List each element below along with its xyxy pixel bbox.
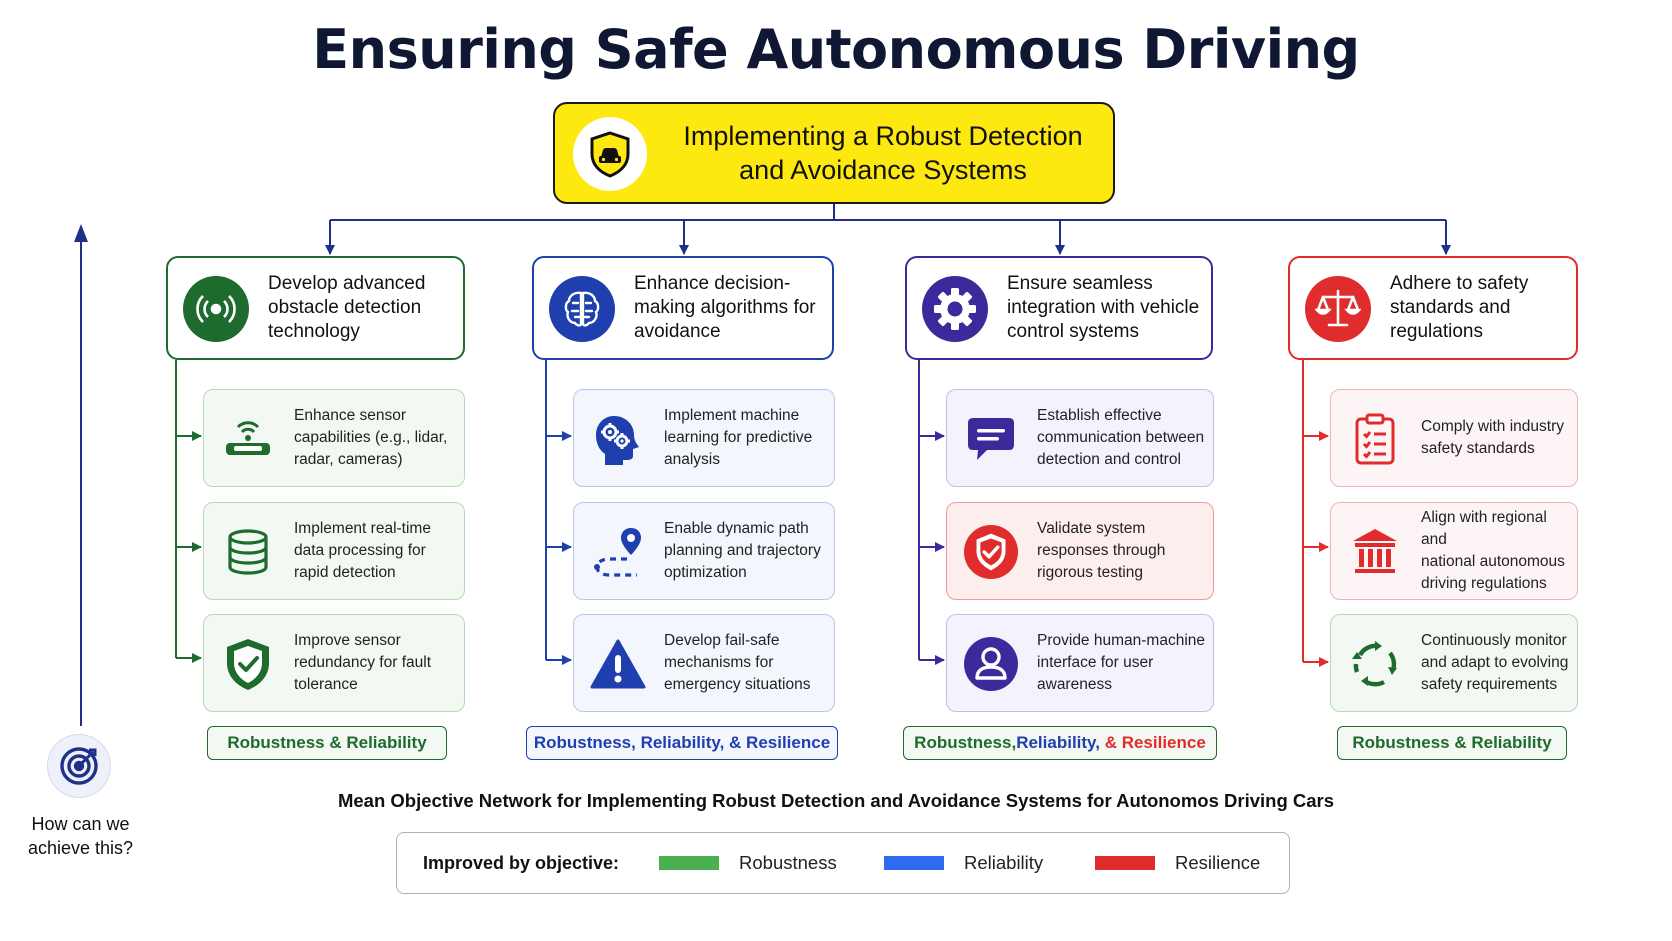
- target-icon: [47, 734, 111, 798]
- legend-swatch: [659, 856, 719, 870]
- radar-icon: [183, 276, 249, 342]
- means-card-path-planning: Enable dynamic path planning and traject…: [573, 502, 835, 600]
- means-card-continuous-monitoring: Continuously monitor and adapt to evolvi…: [1330, 614, 1578, 712]
- means-card-hmi: Provide human-machine interface for user…: [946, 614, 1214, 712]
- means-label: Align with regional and national autonom…: [1421, 509, 1565, 592]
- user-icon: [963, 636, 1019, 692]
- side-question: How can we achieve this?: [27, 814, 134, 858]
- route-pin-icon: [590, 524, 646, 580]
- legend: Improved by objective: Robustness Reliab…: [396, 832, 1290, 894]
- brain-icon: [549, 276, 615, 342]
- attribute-tag: Robustness, Reliability, & Resilience: [526, 726, 838, 760]
- tag-text-resilience: & Resilience: [1104, 733, 1206, 752]
- tag-text-reliability: Reliability,: [1016, 733, 1105, 752]
- means-label: Improve sensor redundancy for fault tole…: [294, 632, 432, 693]
- objective-2-branch-lines: [545, 360, 572, 665]
- cycle-arrows-icon: [1347, 636, 1403, 692]
- building-icon: [1347, 524, 1403, 580]
- clipboard-icon: [1347, 411, 1403, 467]
- objective-4-branch-lines: [1302, 360, 1329, 667]
- means-label: Establish effective communication betwee…: [1037, 407, 1205, 468]
- legend-label: Robustness: [739, 852, 837, 873]
- objective-label: Ensure seamless integration with vehicle…: [1007, 273, 1200, 342]
- means-card-sensor-redundancy: Improve sensor redundancy for fault tole…: [203, 614, 465, 712]
- legend-item-resilience: Resilience: [1095, 833, 1260, 893]
- objective-card-safety-standards: Adhere to safety standards and regulatio…: [1288, 256, 1578, 360]
- database-icon: [220, 524, 276, 580]
- shield-check-icon: [963, 524, 1019, 580]
- tag-text-robustness: Robustness,: [914, 733, 1017, 752]
- means-card-industry-standards: Comply with industry safety standards: [1330, 389, 1578, 487]
- legend-item-reliability: Reliability: [884, 833, 1043, 893]
- goal-title: Implementing a Robust Detection and Avoi…: [683, 121, 1083, 185]
- means-label: Comply with industry safety standards: [1421, 418, 1564, 457]
- tag-text: Robustness & Reliability: [227, 733, 427, 752]
- objective-3-branch-lines: [918, 360, 945, 665]
- attribute-tag: Robustness, Reliability, & Resilience: [903, 726, 1217, 760]
- objective-card-obstacle-detection: Develop advanced obstacle detection tech…: [166, 256, 465, 360]
- tag-text: Robustness, Reliability, & Resilience: [533, 733, 831, 752]
- diagram-caption: Mean Objective Network for Implementing …: [337, 790, 1335, 811]
- legend-swatch: [1095, 856, 1155, 870]
- legend-title: Improved by objective:: [423, 852, 620, 873]
- objective-label: Adhere to safety standards and regulatio…: [1390, 273, 1529, 342]
- goal-branch-lines: [325, 204, 1451, 255]
- means-label: Continuously monitor and adapt to evolvi…: [1421, 632, 1569, 693]
- attribute-tag: Robustness & Reliability: [207, 726, 447, 760]
- tag-text: Robustness & Reliability: [1352, 733, 1552, 752]
- objective-label: Develop advanced obstacle detection tech…: [268, 273, 426, 342]
- shield-check-icon: [220, 636, 276, 692]
- scales-icon: [1305, 276, 1371, 342]
- legend-label: Resilience: [1175, 852, 1261, 873]
- means-card-enhance-sensor: Enhance sensor capabilities (e.g., lidar…: [203, 389, 465, 487]
- objective-1-branch-lines: [175, 360, 202, 663]
- objective-card-vehicle-integration: Ensure seamless integration with vehicle…: [905, 256, 1213, 360]
- page-title: Ensuring Safe Autonomous Driving: [312, 18, 1360, 81]
- warning-icon: [590, 636, 646, 692]
- head-gears-icon: [590, 411, 646, 467]
- legend-label: Reliability: [964, 852, 1044, 873]
- shield-car-icon: [573, 117, 647, 191]
- means-card-communication: Establish effective communication betwee…: [946, 389, 1214, 487]
- attribute-tag: Robustness & Reliability: [1337, 726, 1567, 760]
- means-card-validate-testing: Validate system responses through rigoro…: [946, 502, 1214, 600]
- sensor-icon: [220, 411, 276, 467]
- means-label: Validate system responses through rigoro…: [1037, 520, 1166, 581]
- gear-icon: [922, 276, 988, 342]
- means-label: Implement real-time data processing for …: [294, 520, 431, 581]
- legend-item-robustness: Robustness: [659, 833, 837, 893]
- means-card-fail-safe: Develop fail-safe mechanisms for emergen…: [573, 614, 835, 712]
- means-label: Provide human-machine interface for user…: [1037, 632, 1206, 693]
- objective-card-decision-algorithms: Enhance decision- making algorithms for …: [532, 256, 834, 360]
- means-label: Enable dynamic path planning and traject…: [664, 520, 821, 581]
- means-card-regulations: Align with regional and national autonom…: [1330, 502, 1578, 600]
- means-label: Enhance sensor capabilities (e.g., lidar…: [294, 407, 448, 468]
- goal-box: Implementing a Robust Detection and Avoi…: [553, 102, 1115, 204]
- means-card-machine-learning: Implement machine learning for predictiv…: [573, 389, 835, 487]
- side-up-arrow: [74, 224, 88, 726]
- means-label: Develop fail-safe mechanisms for emergen…: [664, 632, 811, 693]
- chat-icon: [963, 411, 1019, 467]
- means-label: Implement machine learning for predictiv…: [664, 407, 813, 468]
- legend-swatch: [884, 856, 944, 870]
- objective-label: Enhance decision- making algorithms for …: [634, 273, 816, 342]
- means-card-realtime-processing: Implement real-time data processing for …: [203, 502, 465, 600]
